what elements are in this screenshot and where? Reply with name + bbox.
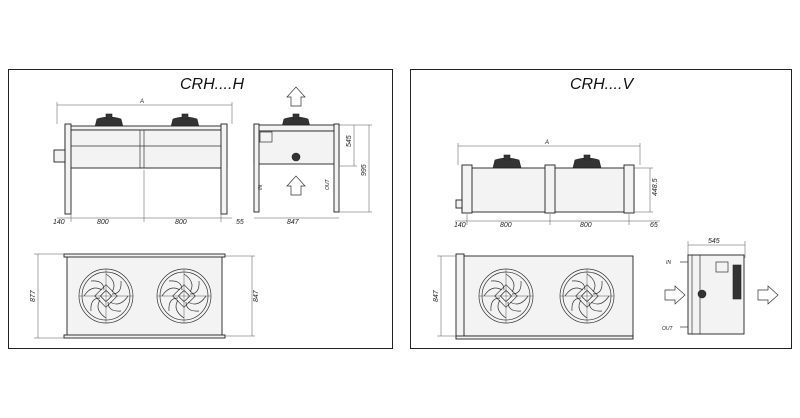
crh-v-front-view: A 448.5 140 800 800 65 (454, 140, 660, 229)
label-in-right: IN (666, 260, 671, 266)
panel-title-crh-v: CRH....V (570, 76, 634, 93)
dim-800-b-right: 800 (580, 222, 592, 229)
crh-h-side-view: IN OUT 545 995 847 (253, 86, 372, 226)
dim-847-left: 847 (287, 219, 300, 226)
dim-995: 995 (361, 164, 368, 176)
dim-140: 140 (53, 219, 65, 226)
crh-v-top-view: 847 (433, 253, 634, 340)
dim-800-b: 800 (175, 219, 187, 226)
panel-title-crh-h: CRH....H (180, 76, 244, 93)
dim-877: 877 (30, 289, 37, 302)
dim-800-a: 800 (97, 219, 109, 226)
dim-65: 65 (650, 222, 658, 229)
dim-a-right: A (544, 140, 549, 146)
dim-545-left: 545 (346, 135, 353, 147)
dim-140-right: 140 (454, 222, 466, 229)
dim-847-v-left: 847 (253, 289, 260, 302)
crh-h-top-view: 877 847 (30, 253, 260, 339)
crh-v-side-view: 545 IN OUT (662, 238, 779, 335)
label-in-left: IN (258, 185, 264, 190)
dim-545-right: 545 (708, 238, 720, 245)
dim-55: 55 (236, 219, 244, 226)
dim-800-a-right: 800 (500, 222, 512, 229)
label-out-left: OUT (325, 179, 331, 191)
crh-h-front-view: A 140 800 800 55 (53, 99, 244, 226)
label-out-right: OUT (662, 326, 674, 332)
dim-847-right: 847 (433, 289, 440, 302)
dim-a: A (139, 99, 144, 105)
dim-448-5: 448.5 (652, 178, 659, 196)
